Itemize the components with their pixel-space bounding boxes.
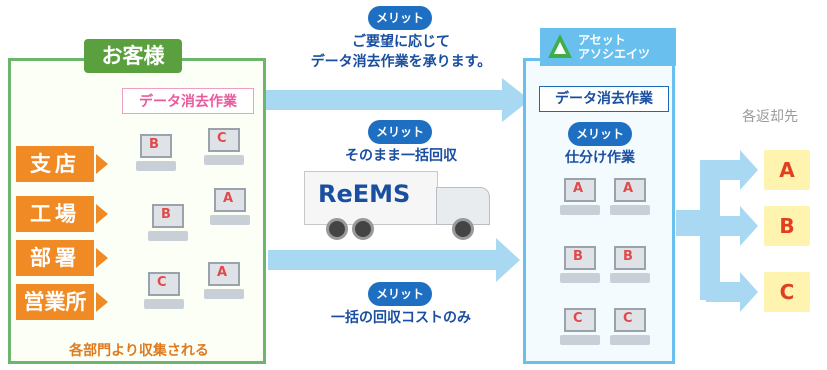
- return-destination-c: C: [764, 272, 810, 312]
- truck-wheel-icon: [352, 218, 374, 240]
- return-label: 各返却先: [742, 109, 798, 125]
- truck-logo: ReEMS: [318, 180, 411, 208]
- dept-sales-office: 営業所: [16, 284, 94, 320]
- asset-sort-text: 仕分け作業: [565, 150, 635, 166]
- return-arrow-b: [718, 206, 758, 246]
- asset-pc-icon: B: [560, 246, 604, 286]
- truck-wheel-icon: [326, 218, 348, 240]
- return-arrow-a: [706, 150, 758, 190]
- merit-badge: メリット: [368, 120, 432, 144]
- asset-title-line2: アソシエイツ: [578, 47, 651, 61]
- customer-erase-label: データ消去作業: [122, 88, 254, 114]
- asset-pc-icon: B: [610, 246, 654, 286]
- dept-division: 部署: [16, 240, 94, 276]
- asset-pc-icon: C: [560, 308, 604, 348]
- customer-footer: 各部門より収集される: [69, 343, 209, 359]
- merit-2-text: そのまま一括回収: [345, 148, 457, 164]
- merit-1-line1: ご要望に応じて: [352, 34, 450, 50]
- customer-pc-icon: B: [148, 204, 192, 244]
- asset-merit-badge: メリット: [568, 122, 632, 146]
- merit-badge: メリット: [368, 282, 432, 306]
- dept-division-arrow-icon: [96, 248, 108, 268]
- customer-title: お客様: [84, 39, 182, 73]
- dept-factory: 工場: [16, 196, 94, 232]
- top-flow-arrow: [256, 78, 530, 122]
- asset-logo-icon: [548, 34, 572, 58]
- return-destination-a: A: [764, 150, 810, 190]
- asset-pc-icon: A: [560, 178, 604, 218]
- customer-pc-icon: C: [144, 272, 188, 312]
- bottom-flow-arrow: [268, 238, 520, 282]
- asset-pc-icon: C: [610, 308, 654, 348]
- dept-branch: 支店: [16, 146, 94, 182]
- merit-3-text: 一括の回収コストのみ: [331, 310, 471, 326]
- dept-factory-arrow-icon: [96, 204, 108, 224]
- return-vertical: [700, 160, 720, 300]
- return-destination-b: B: [764, 206, 810, 246]
- asset-pc-icon: A: [610, 178, 654, 218]
- merit-1-line2: データ消去作業を承ります。: [310, 54, 492, 70]
- truck-wheel-icon: [452, 218, 474, 240]
- asset-title-line1: アセット: [578, 33, 626, 47]
- customer-pc-icon: A: [210, 188, 254, 228]
- return-arrow-c: [706, 272, 758, 312]
- dept-sales-office-arrow-icon: [96, 292, 108, 312]
- dept-branch-arrow-icon: [96, 154, 108, 174]
- merit-badge: メリット: [368, 6, 432, 30]
- asset-erase-label: データ消去作業: [539, 86, 669, 112]
- customer-pc-icon: C: [204, 128, 248, 168]
- customer-pc-icon: A: [204, 262, 248, 302]
- customer-pc-icon: B: [136, 134, 180, 174]
